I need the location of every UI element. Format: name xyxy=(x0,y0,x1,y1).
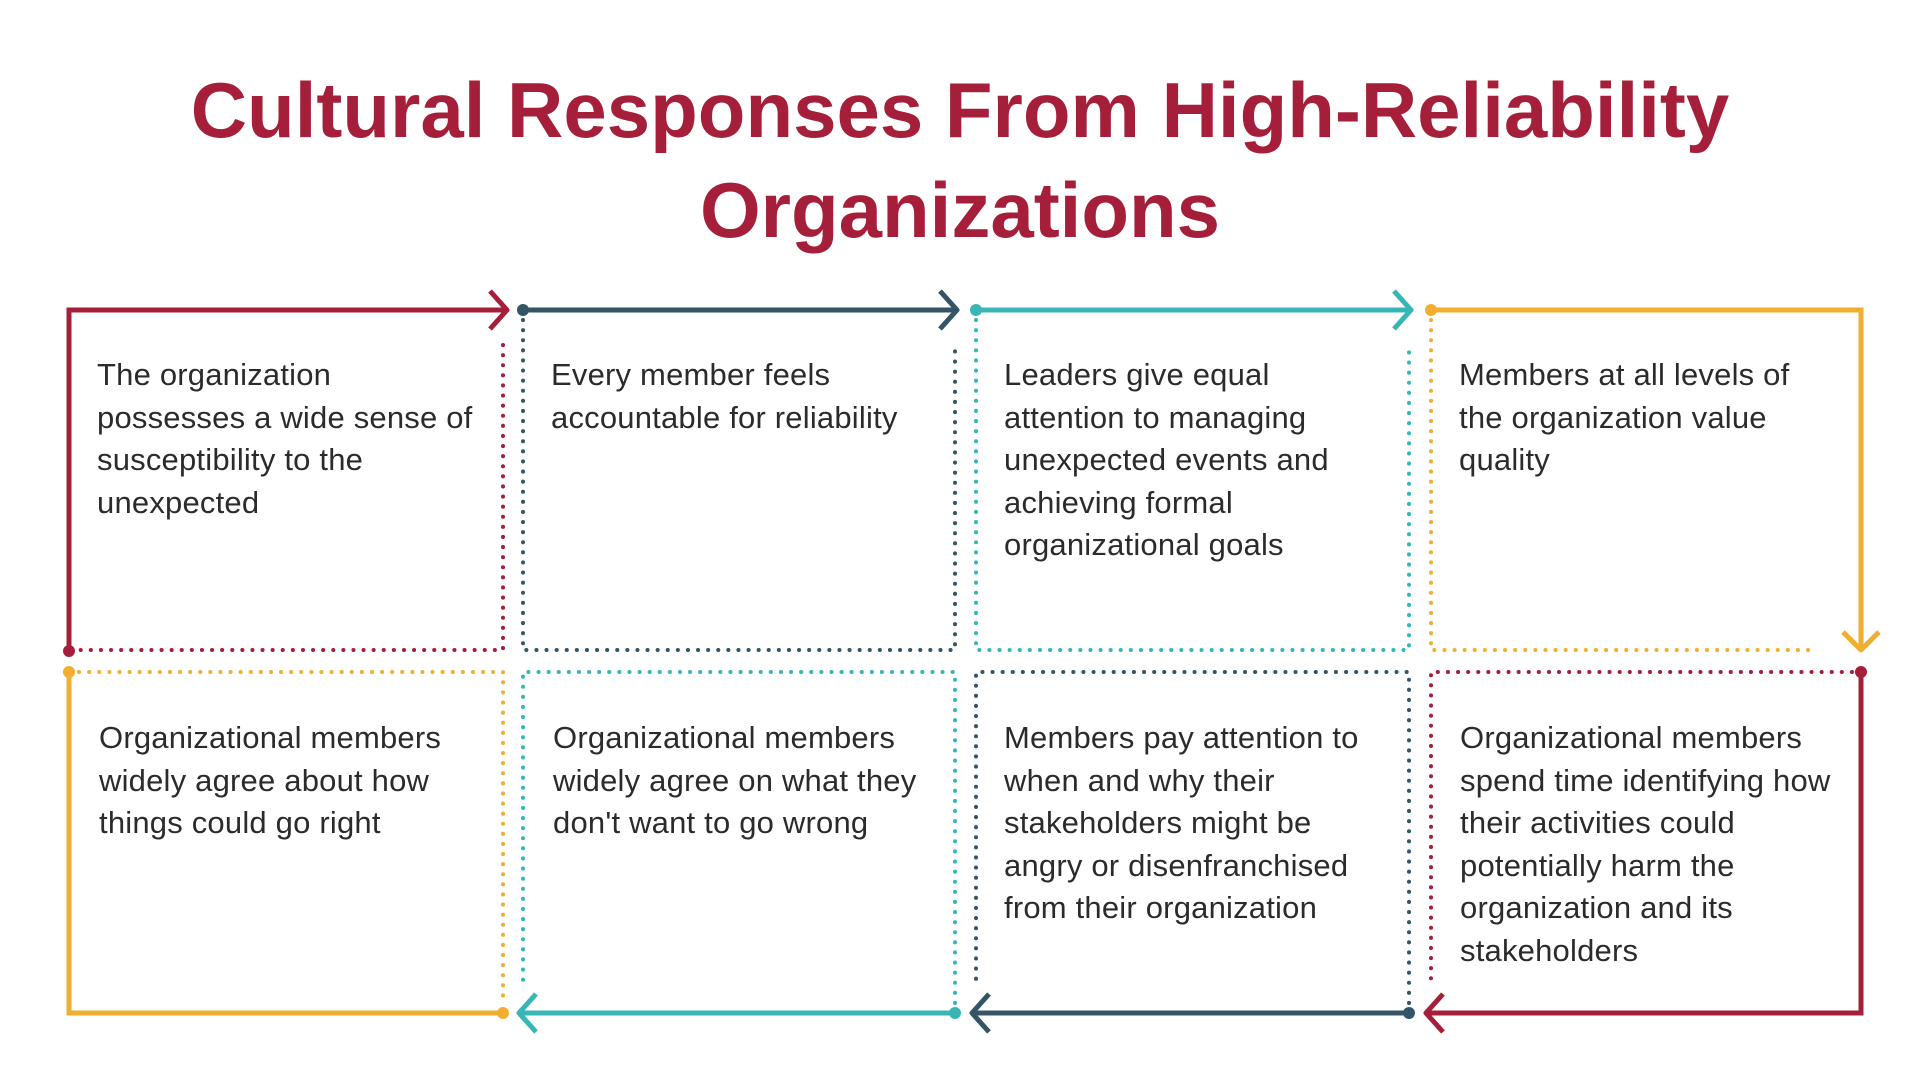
box-4-outline xyxy=(1425,304,1881,653)
box-8-outline xyxy=(63,666,509,1019)
box-3-outline xyxy=(970,289,1414,652)
box-3-text: Leaders give equal attention to managing… xyxy=(1004,357,1329,562)
box-2-text: Every member feels accountable for relia… xyxy=(551,357,898,435)
box-1-text: The organization possesses a wide sense … xyxy=(97,357,473,520)
box-6-text: Members pay attention to when and why th… xyxy=(1004,720,1359,925)
box-6-outline xyxy=(969,670,1415,1034)
box-5-text: Organizational members spend time identi… xyxy=(1460,720,1831,968)
box-2-outline xyxy=(517,289,960,652)
box-1-outline xyxy=(63,289,510,657)
box-4-text: Members at all levels of the organizatio… xyxy=(1459,357,1790,477)
box-7-outline xyxy=(516,670,961,1034)
box-5-outline xyxy=(1423,666,1867,1034)
title-line-2: Organizations xyxy=(699,166,1221,254)
box-7-text: Organizational members widely agree on w… xyxy=(553,720,917,840)
page-title: Cultural Responses From High-Reliability… xyxy=(0,60,1920,260)
box-8-text: Organizational members widely agree abou… xyxy=(99,720,442,840)
title-line-1: Cultural Responses From High-Reliability xyxy=(190,66,1730,154)
